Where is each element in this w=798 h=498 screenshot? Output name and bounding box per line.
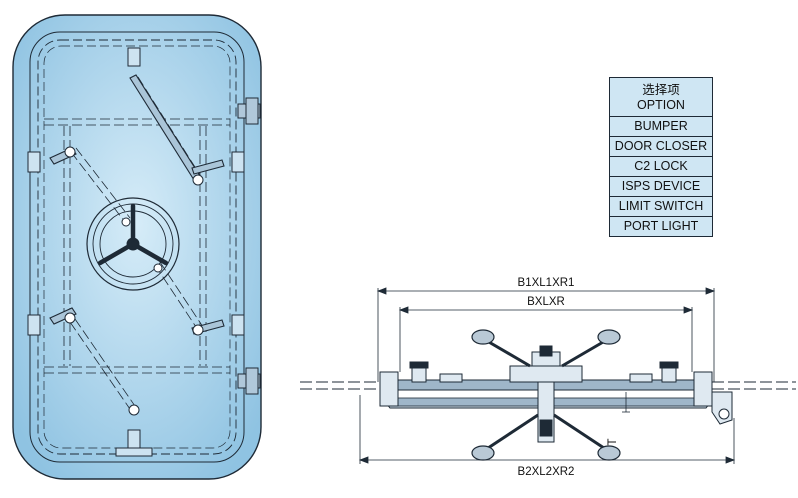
option-row: DOOR CLOSER [609, 136, 713, 157]
dim-thickness-label: T [607, 438, 619, 445]
dim-outer-label: B2XL2XR2 [518, 466, 575, 478]
option-header-en: OPTION [637, 98, 685, 112]
operating-arms [49, 74, 225, 335]
option-table: 选择项 OPTION BUMPER DOOR CLOSER C2 LOCK IS… [609, 77, 713, 237]
option-row: C2 LOCK [609, 156, 713, 177]
cleats [27, 47, 245, 457]
option-item-port-light: PORT LIGHT [609, 216, 713, 237]
option-table-header: 选择项 OPTION [609, 77, 713, 117]
option-item-bumper: BUMPER [609, 116, 713, 137]
option-item-door-closer: DOOR CLOSER [609, 136, 713, 157]
dim-overall-label: B1XL1XR1 [518, 277, 575, 289]
option-item-c2-lock: C2 LOCK [609, 156, 713, 177]
option-item-isps-device: ISPS DEVICE [609, 176, 713, 197]
dim-inner-label: BXLXR [527, 296, 565, 308]
option-header-cn: 选择项 [642, 83, 680, 97]
option-row: LIMIT SWITCH [609, 196, 713, 217]
option-table-header-row: 选择项 OPTION [609, 77, 713, 117]
handwheel-front [86, 197, 180, 291]
option-row: BUMPER [609, 116, 713, 137]
door-section-view [300, 329, 796, 461]
door-frame-outer [29, 31, 245, 463]
option-row: ISPS DEVICE [609, 176, 713, 197]
dimension-lines [358, 287, 736, 464]
option-item-limit-switch: LIMIT SWITCH [609, 196, 713, 217]
option-row: PORT LIGHT [609, 216, 713, 237]
hinges [237, 97, 261, 395]
